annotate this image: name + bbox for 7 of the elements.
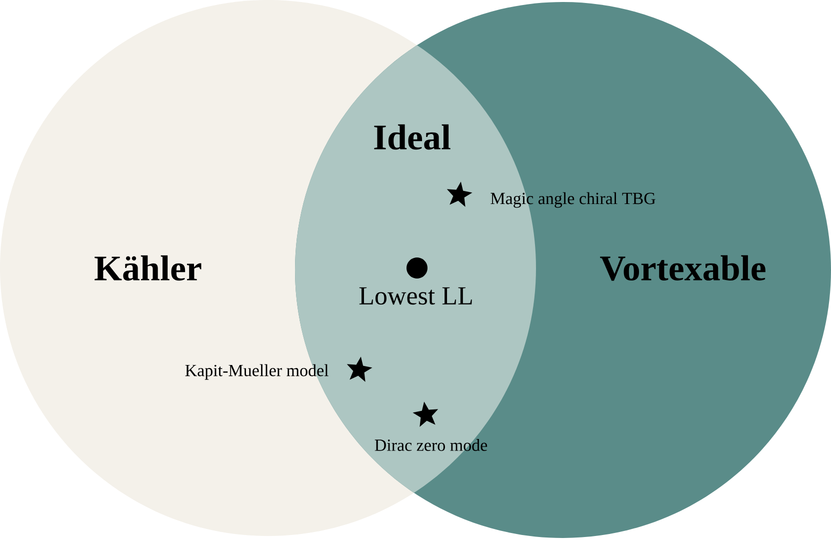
star-marker [346,356,372,382]
star-marker [446,182,472,207]
overlap-region: Ideal [374,124,450,150]
dot-marker [406,257,428,278]
star-marker [412,402,438,427]
point-label: Dirac zero mode [374,439,488,451]
point-label: Lowest LL [359,287,472,305]
